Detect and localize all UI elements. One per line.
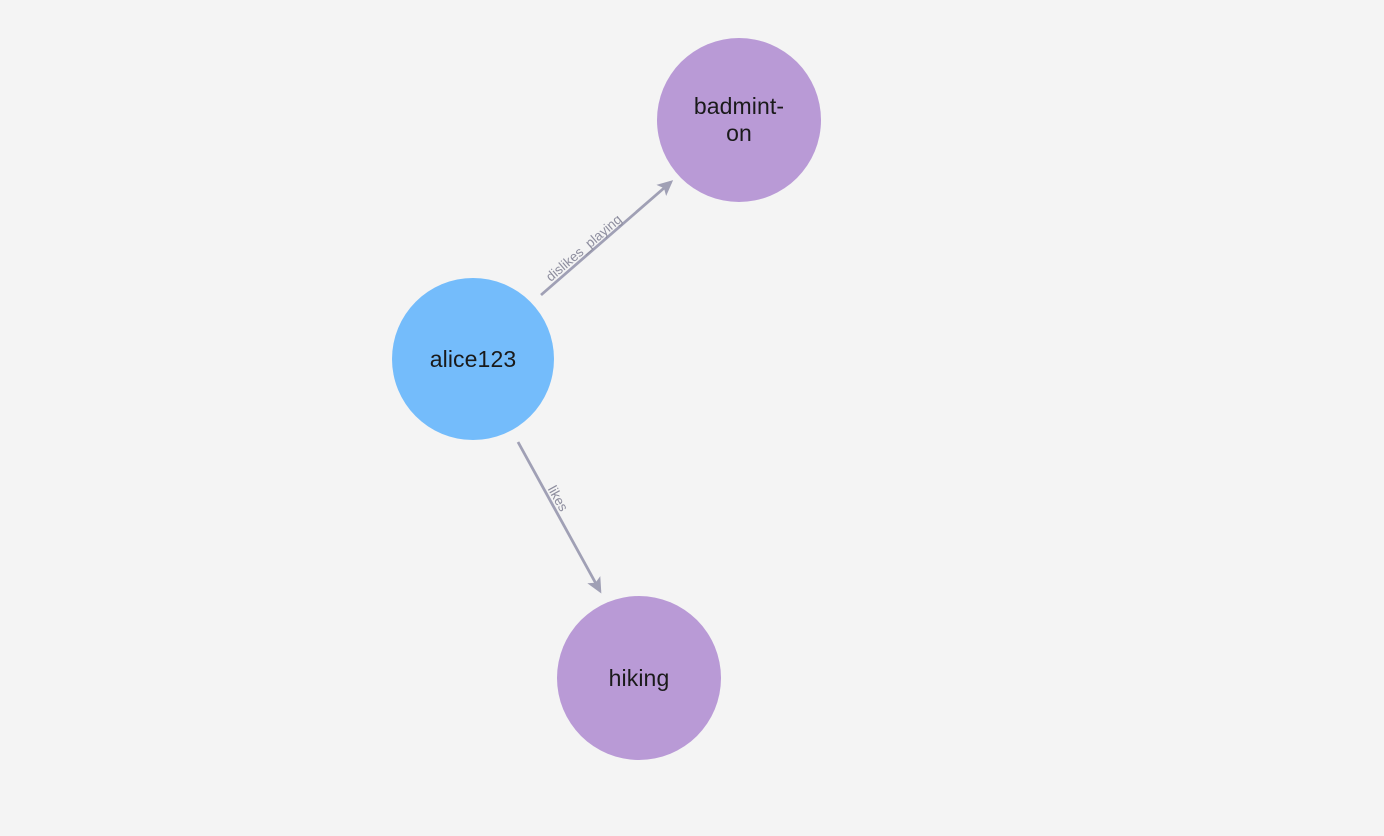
graph-node-alice123[interactable]: alice123 — [392, 278, 554, 440]
graph-node-label: badmint- on — [693, 93, 785, 146]
edge-dislikes-playing-line[interactable] — [540, 180, 674, 297]
edge-likes-line[interactable] — [516, 441, 602, 594]
graph-node-label: hiking — [608, 664, 670, 691]
graph-node-hiking[interactable]: hiking — [557, 596, 721, 760]
graph-node-badminton[interactable]: badmint- on — [657, 38, 821, 202]
graph-node-label: alice123 — [429, 345, 517, 372]
